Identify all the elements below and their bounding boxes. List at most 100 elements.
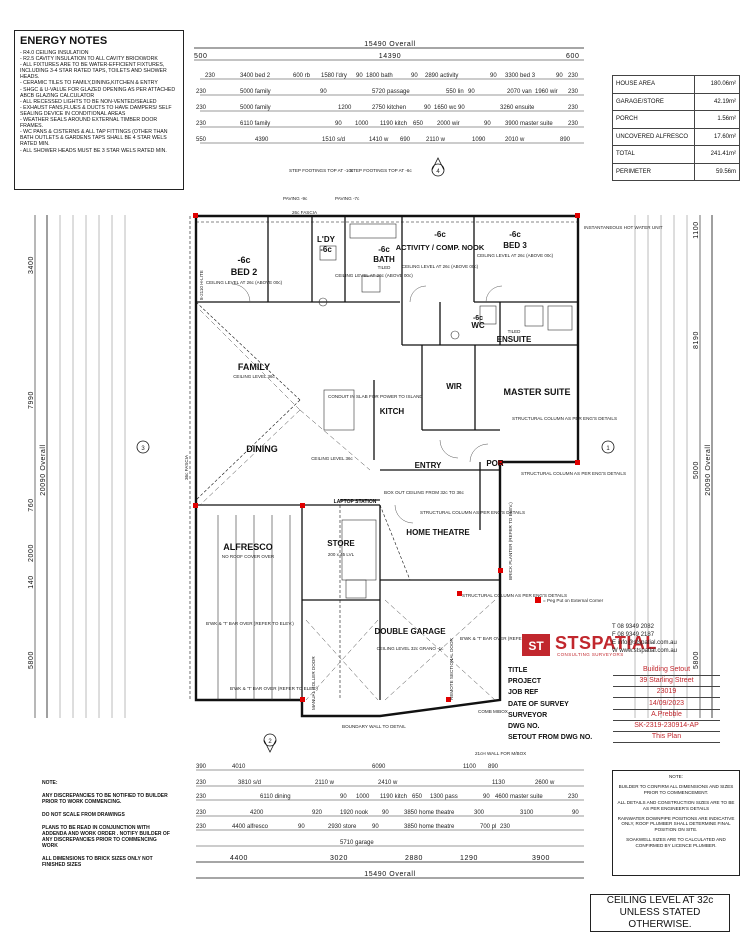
dim-left-label: 2000 <box>28 544 35 562</box>
section-marker-label: 1 <box>606 446 610 452</box>
room-activity: ACTIVITY / COMP. NOOK <box>396 243 485 252</box>
dim-text: 890 <box>560 137 571 143</box>
dim-text: 4400 <box>230 855 248 862</box>
energy-notes-title: ENERGY NOTES <box>20 35 108 47</box>
dim-text: 90 <box>490 73 497 79</box>
dim-text: 3810 s/d <box>238 780 261 786</box>
energy-note: ALL SHOWER HEADS MUST BE 3 STAR WELS RAT… <box>20 148 178 154</box>
company-logo-text: STSPATIAL <box>555 633 657 653</box>
dim-text: 230 <box>205 73 216 79</box>
energy-note: R4.0 CEILING INSULATION <box>20 50 178 56</box>
dim-text: 890 <box>488 764 499 770</box>
dim-text: 4400 alfresco <box>232 824 269 830</box>
room-garage-info: CEILING LEVEL 32c GRANO -1c <box>377 646 445 651</box>
room-ensuite: ENSUITE <box>497 335 532 344</box>
fixtures <box>318 223 573 599</box>
dim-text: 1580 l'dry <box>321 73 347 79</box>
dim-text: 230 <box>568 89 579 95</box>
note-item: PLANS TO BE READ IN CONJUNCTION WITH ADD… <box>42 825 170 849</box>
contact-website[interactable]: W www.stspatial.com.au <box>612 648 678 654</box>
dim-text: 230 <box>568 794 579 800</box>
room-ldry-ceiling: -6c <box>320 245 332 254</box>
room-wc: WC <box>471 321 485 330</box>
contact-fax: F 08 9349 2187 <box>612 632 655 638</box>
dim-text: 920 <box>312 810 323 816</box>
dim-text: 1510 s/d <box>322 137 345 143</box>
dim-text: 1960 wir <box>535 89 558 95</box>
dim-left-label: 7990 <box>28 391 35 409</box>
annotation-hlite: 8-2110 H-LITE <box>199 270 204 300</box>
dim-text: 2410 w <box>378 780 398 786</box>
dim-text: 90 <box>298 824 305 830</box>
energy-notes-panel: ENERGY NOTES R4.0 CEILING INSULATION R2.… <box>14 30 184 190</box>
room-home-theatre: HOME THEATRE <box>406 528 470 537</box>
dim-text: 90 <box>556 73 563 79</box>
dim-text: 230 <box>196 824 207 830</box>
room-laptop-station: LAPTOP STATION <box>334 499 377 505</box>
stspatial-logo-mark: ST <box>522 634 550 656</box>
dim-text: 90 <box>320 89 327 95</box>
dim-text: 230 <box>196 794 207 800</box>
note-item: ALL DIMENSIONS TO BRICK SIZES ONLY NOT F… <box>42 856 153 868</box>
energy-notes-list: R4.0 CEILING INSULATION R2.5 CAVITY INSU… <box>20 50 178 154</box>
dim-top-row1: 14390 <box>379 53 401 60</box>
contact-email[interactable]: E info@stspatial.com.au <box>612 640 677 646</box>
general-notes-left: NOTE: ANY DISCREPANCIES TO BE NOTIFIED T… <box>42 780 172 875</box>
annotation-structural-column: STRUCTURAL COLUMN AS PER ENG'S DETAILS <box>512 416 617 421</box>
plan-annotations: PAVING -9c PAVING -7c STEP FOOTINGS TOP … <box>184 168 663 756</box>
dim-text: 690 <box>400 137 411 143</box>
room-bed3: BED 3 <box>503 241 527 250</box>
note-item: DO NOT SCALE FROM DRAWINGS <box>42 812 125 818</box>
energy-note: ALL FIXTURES ARE TO BE WATER-EFFICIENT F… <box>20 62 178 80</box>
room-double-garage: DOUBLE GARAGE <box>374 627 446 636</box>
annotation-peg-legend: = Peg Put on External Corner <box>543 598 604 603</box>
bottom-dimension-chains: 390 4010 6090 1100 890 230 3810 s/d 2110… <box>196 764 584 879</box>
energy-note: WC PANS & CISTERNS & ALL TAP FITTINGS (O… <box>20 129 178 147</box>
dim-text: 5720 passage <box>372 89 410 95</box>
dim-text: 1200 <box>338 105 352 111</box>
dim-overall-top: 15490 Overall <box>364 41 415 48</box>
dim-text: 1410 w <box>369 137 389 143</box>
dim-text: 2000 wir <box>437 121 460 127</box>
energy-note: WEATHER SEALS AROUND EXTERNAL TIMBER DOO… <box>20 117 178 129</box>
dim-text: 90 <box>335 121 342 127</box>
energy-note: ALL RECESSED LIGHTS TO BE NON-VENTED/SEA… <box>20 99 178 105</box>
section-marker-label: 3 <box>141 446 145 452</box>
title-row: SURVEYOR A.Prebble <box>508 710 720 721</box>
dim-text: 2750 kitchen <box>372 105 406 111</box>
title-row-label: SURVEYOR <box>508 711 548 719</box>
room-wc-ceiling: -6c <box>473 315 483 322</box>
dim-text: 1000 <box>355 121 369 127</box>
room-ldry: L'DY <box>317 235 336 244</box>
dim-text: 1000 <box>356 794 370 800</box>
area-value: 59.56m <box>694 162 740 181</box>
notes-title: NOTE: <box>668 774 684 779</box>
dim-text: 5000 family <box>240 89 271 95</box>
dim-text: 1190 kitch <box>380 794 407 800</box>
dim-text: 550 lin <box>446 89 464 95</box>
title-row-value: A.Prebble <box>613 710 720 721</box>
dim-text: 4200 <box>250 810 264 816</box>
annotation-meter-box: 21cH WALL FOR M/BOX <box>475 751 526 756</box>
annotation-structural-column: STRUCTURAL COLUMN AS PER ENG'S DETAILS <box>521 471 626 476</box>
note-item: BUILDER TO CONFIRM ALL DIMENSIONS AND SI… <box>618 784 734 795</box>
dim-text: 90 <box>411 73 418 79</box>
room-bed2-info: CEILING LEVEL AT 26c (ABOVE 00c) <box>206 280 283 285</box>
dim-left-label: 5800 <box>28 651 35 669</box>
room-store: STORE <box>327 539 355 548</box>
section-markers <box>136 157 615 753</box>
dim-text: 700 pl <box>480 824 496 830</box>
energy-note: CERAMIC TILES TO FAMILY,DINING,KITCHEN &… <box>20 80 178 86</box>
annotation-box-out: BOX OUT CEILING FROM 32c TO 36c <box>384 490 465 495</box>
area-label: PERIMETER <box>612 162 695 181</box>
dim-text: 3850 home theatre <box>404 824 455 830</box>
dim-left-label: 760 <box>28 498 35 511</box>
dim-text: 2890 activity <box>425 73 458 79</box>
title-row-label: TITLE <box>508 667 528 675</box>
room-bath-ceiling: -6c <box>378 245 390 254</box>
annotation-fascia-top: 26c FASCIA <box>292 210 318 215</box>
dim-overall-left: 20090 Overall <box>40 444 47 495</box>
